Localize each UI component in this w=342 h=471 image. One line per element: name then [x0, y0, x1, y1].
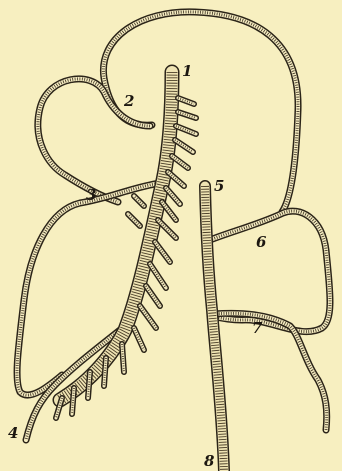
twig-vessel-layer	[104, 358, 106, 386]
twig-vessel-layer	[122, 344, 124, 372]
label-6: 6	[256, 233, 267, 251]
label-2: 2	[123, 92, 134, 110]
label-4: 4	[8, 424, 18, 442]
label-5: 5	[214, 177, 224, 195]
trunk-1-vessel-layer	[60, 72, 172, 400]
twig-vessel-layer	[175, 140, 193, 152]
label-3: 3	[86, 186, 96, 204]
vessel-trunks	[60, 72, 224, 471]
twig-vessel-layer	[172, 156, 188, 168]
label-8: 8	[204, 452, 215, 470]
label-7: 7	[252, 319, 263, 337]
twig-vessel-layer	[140, 306, 156, 328]
label-1: 1	[182, 62, 192, 80]
